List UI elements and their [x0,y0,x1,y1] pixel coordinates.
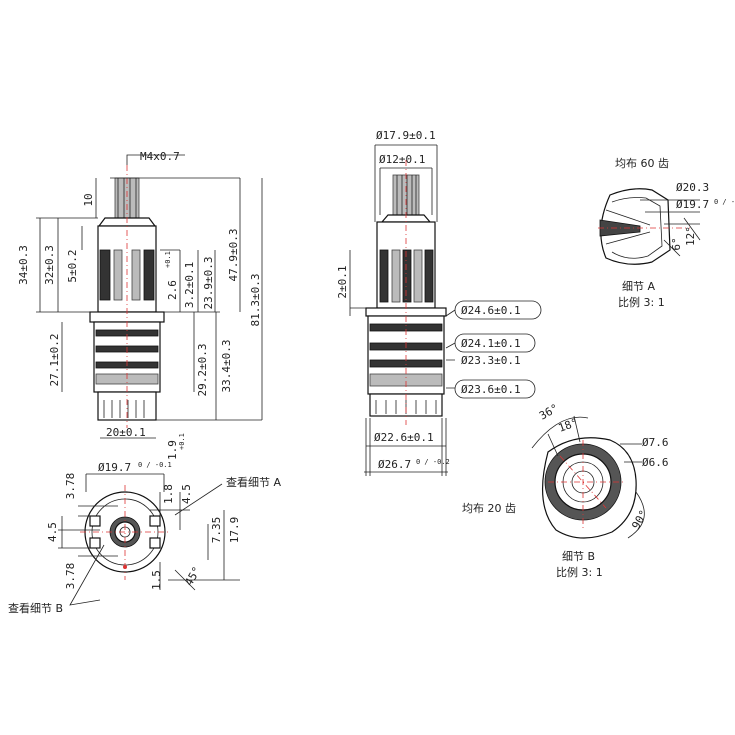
detail-b-teeth: 均布 20 齿 [462,502,516,515]
detail-b-angle-36: 36° [537,401,561,422]
dim-7-35: 7.35 [210,517,223,544]
dim-box-24-1 [454,333,536,353]
dim-3-2: 3.2±0.1 [183,262,196,308]
detail-a-teeth: 均布 60 齿 [615,157,669,170]
dim-d22-6: Ø22.6±0.1 [374,431,434,444]
dim-d12: Ø12±0.1 [379,153,425,166]
detail-b-d7-6: Ø7.6 [642,436,669,449]
side-view: M4x0.7 10 34±0.3 32±0.3 5±0.2 2.6 +0.1 3… [17,150,263,460]
dim-box-23-6 [454,379,536,399]
dim-81-3: 81.3±0.3 [249,274,262,327]
dim-3-78-bottom: 3.78 [64,563,77,590]
front-view: Ø17.9±0.1 Ø12±0.1 2±0.1 Ø24.6±0.1 Ø24.1±… [336,129,542,476]
detail-b: 36° 18° Ø7.6 Ø6.6 90° 均布 20 齿 细节 B 比例 3:… [462,401,669,579]
dim-d24-6: Ø24.6±0.1 [461,304,521,317]
detail-a-angle-12: 12° [684,226,697,246]
bottom-view: Ø19.7 0 / -0.1 3.78 1.8 4.5 4.5 7.35 17.… [8,461,281,615]
dim-20: 20±0.1 [106,426,146,439]
dim-34: 34±0.3 [17,245,30,285]
dim-10: 10 [82,193,95,206]
thread-label: M4x0.7 [140,150,180,163]
dim-17-9: 17.9 [228,517,241,544]
dim-2-6: 2.6 [166,280,179,300]
dim-2: 2±0.1 [336,265,349,298]
dim-d24-1: Ø24.1±0.1 [461,337,521,350]
dim-d26-7-tol: 0 / -0.2 [416,458,450,466]
dim-3-78-top: 3.78 [64,473,77,500]
dim-d23-6: Ø23.6±0.1 [461,383,521,396]
dim-32: 32±0.3 [43,245,56,285]
detail-a-d19-7: Ø19.7 [676,198,709,211]
dim-47-9: 47.9±0.3 [227,229,240,282]
dim-d19-7: Ø19.7 [98,461,131,474]
dim-27-1: 27.1±0.2 [48,334,61,387]
dim-d23-3: Ø23.3±0.1 [461,354,521,367]
dim-4-5-left: 4.5 [46,522,59,542]
detail-a-angle-6: 6° [670,237,683,250]
dim-4-5-right: 4.5 [180,484,193,504]
detail-b-title: 细节 B [562,550,595,563]
detail-a: 均布 60 齿 Ø20.3 Ø19.7 0 / -0.1 6° 12° 细节 A… [598,157,735,309]
detail-b-angle-90: 90° [629,508,650,532]
detail-a-scale: 比例 3: 1 [618,295,665,309]
dim-box-24-6 [454,300,542,320]
detail-a-d20-3: Ø20.3 [676,181,709,194]
dim-d17-9: Ø17.9±0.1 [376,129,436,142]
dim-1-5: 1.5 [150,570,163,590]
dim-23-9: 23.9±0.3 [202,257,215,310]
angle-45: 45° [182,564,203,588]
dim-1-9: 1.9 [166,440,179,460]
shaft [114,177,140,219]
dim-1-9-tol: +0.1 [178,433,186,450]
dim-d19-7-tol: 0 / -0.1 [138,461,172,469]
dim-1-8: 1.8 [162,484,175,504]
detail-b-d6-6: Ø6.6 [642,456,669,469]
dim-33-4: 33.4±0.3 [220,340,233,393]
dim-2-6-tol: +0.1 [164,251,172,268]
detail-a-title: 细节 A [622,280,655,293]
see-detail-a-label: 查看细节 A [226,475,281,489]
detail-b-angle-18: 18° [557,416,580,435]
dim-d26-7: Ø26.7 [378,458,411,471]
dim-29-2: 29.2±0.3 [196,344,209,397]
see-detail-b-label: 查看细节 B [8,601,63,615]
detail-b-scale: 比例 3: 1 [556,565,603,579]
dim-5: 5±0.2 [66,249,79,282]
detail-a-d19-7-tol: 0 / -0.1 [714,198,735,206]
